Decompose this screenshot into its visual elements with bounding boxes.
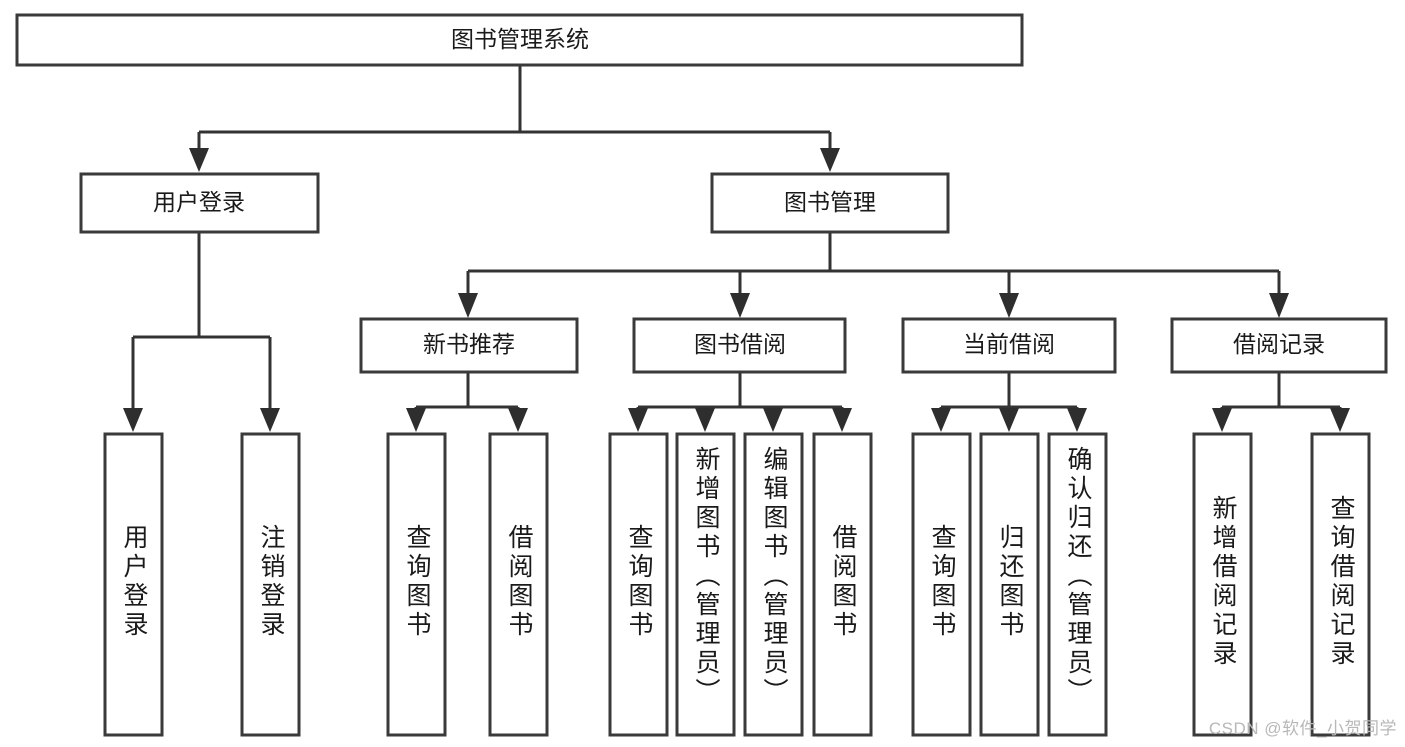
connector-group (123, 66, 1350, 432)
leaf-confirm-return[interactable]: 确认归还（管理员） (1047, 432, 1108, 737)
leaf-query-record-box[interactable] (1310, 432, 1371, 737)
arrow-to-leaf-borrow-book-2 (832, 408, 852, 432)
node-root-box[interactable] (15, 13, 1024, 67)
node-book-borrow-label: 图书借阅 (694, 331, 786, 357)
leaf-borrow-book-2-label: 借阅图书 (829, 524, 858, 640)
node-book-manage-box[interactable] (710, 172, 950, 234)
arrow-to-leaf-borrow-book-1 (508, 408, 528, 432)
node-book-borrow-box[interactable] (632, 317, 847, 374)
node-borrow-record[interactable]: 借阅记录 (1170, 317, 1388, 374)
node-book-borrow[interactable]: 图书借阅 (632, 317, 847, 374)
leaf-query-book-3-box[interactable] (911, 432, 972, 737)
node-current-borrow-box[interactable] (901, 317, 1117, 374)
arrow-to-leaf-query-book-2 (628, 408, 648, 432)
arrow-to-leaf-user-login (123, 408, 143, 432)
leaf-query-record-label: 查询借阅记录 (1327, 495, 1356, 669)
arrow-to-leaf-add-record (1212, 408, 1232, 432)
leaf-query-book-2-box[interactable] (608, 432, 669, 737)
leaf-edit-book-label: 编辑图书（管理员） (760, 446, 789, 707)
leaf-query-book-1-box[interactable] (386, 432, 447, 737)
node-current-borrow-label: 当前借阅 (963, 331, 1055, 357)
arrow-to-new-book-recommend (458, 293, 478, 318)
arrow-to-leaf-query-book-1 (406, 408, 426, 432)
arrow-to-leaf-confirm-return (1067, 408, 1087, 432)
leaf-edit-book[interactable]: 编辑图书（管理员） (743, 432, 804, 737)
leaf-user-login-box[interactable] (103, 432, 164, 737)
node-new-book-recommend-label: 新书推荐 (423, 331, 515, 357)
leaf-return-book-label: 归还图书 (996, 524, 1025, 640)
leaf-add-book-box[interactable] (675, 432, 736, 737)
leaf-borrow-book-1[interactable]: 借阅图书 (488, 432, 549, 737)
node-borrow-record-box[interactable] (1170, 317, 1388, 374)
leaf-edit-book-box[interactable] (743, 432, 804, 737)
leaf-logout-login[interactable]: 注销登录 (240, 432, 301, 737)
leaf-query-book-2-label: 查询图书 (625, 524, 654, 640)
node-user-login-box[interactable] (79, 172, 320, 234)
arrow-to-leaf-edit-book (763, 408, 783, 432)
leaf-add-record-box[interactable] (1192, 432, 1253, 737)
leaf-borrow-book-2[interactable]: 借阅图书 (812, 432, 873, 737)
node-new-book-recommend-box[interactable] (359, 317, 579, 374)
arrow-to-current-borrow (999, 293, 1019, 318)
leaf-logout-login-label: 注销登录 (257, 524, 286, 640)
leaf-logout-login-box[interactable] (240, 432, 301, 737)
leaf-borrow-book-1-label: 借阅图书 (505, 524, 534, 640)
leaf-confirm-return-box[interactable] (1047, 432, 1108, 737)
leaf-confirm-return-label: 确认归还（管理员） (1064, 446, 1093, 707)
arrow-to-leaf-return-book (999, 408, 1019, 432)
leaf-query-book-1[interactable]: 查询图书 (386, 432, 447, 737)
leaf-query-book-2[interactable]: 查询图书 (608, 432, 669, 737)
leaf-return-book[interactable]: 归还图书 (979, 432, 1040, 737)
leaf-borrow-book-2-box[interactable] (812, 432, 873, 737)
arrow-to-leaf-query-record (1330, 408, 1350, 432)
leaf-query-record[interactable]: 查询借阅记录 (1310, 432, 1371, 737)
arrow-to-leaf-logout-login (260, 408, 280, 432)
leaf-query-book-1-label: 查询图书 (403, 524, 432, 640)
arrow-to-borrow-record (1269, 293, 1289, 318)
leaf-query-book-3-label: 查询图书 (928, 524, 957, 640)
arrow-to-book-manage (820, 148, 840, 172)
leaf-user-login-label: 用户登录 (120, 524, 149, 640)
node-current-borrow[interactable]: 当前借阅 (901, 317, 1117, 374)
leaf-query-book-3[interactable]: 查询图书 (911, 432, 972, 737)
arrow-to-user-login (189, 148, 209, 172)
leaf-add-record[interactable]: 新增借阅记录 (1192, 432, 1253, 737)
leaf-add-book-label: 新增图书（管理员） (692, 446, 721, 707)
node-user-login-label: 用户登录 (153, 189, 245, 215)
leaf-user-login[interactable]: 用户登录 (103, 432, 164, 737)
node-book-manage[interactable]: 图书管理 (710, 172, 950, 234)
node-root-label: 图书管理系统 (451, 26, 589, 52)
arrow-to-leaf-query-book-3 (931, 408, 951, 432)
leaf-add-record-label: 新增借阅记录 (1209, 495, 1238, 669)
node-borrow-record-label: 借阅记录 (1233, 331, 1325, 357)
node-book-manage-label: 图书管理 (784, 189, 876, 215)
arrow-to-book-borrow (730, 293, 750, 318)
leaf-add-book[interactable]: 新增图书（管理员） (675, 432, 736, 737)
arrow-to-leaf-add-book (695, 408, 715, 432)
leaf-borrow-book-1-box[interactable] (488, 432, 549, 737)
leaf-return-book-box[interactable] (979, 432, 1040, 737)
node-root[interactable]: 图书管理系统 (15, 13, 1024, 67)
node-new-book-recommend[interactable]: 新书推荐 (359, 317, 579, 374)
node-user-login[interactable]: 用户登录 (79, 172, 320, 234)
